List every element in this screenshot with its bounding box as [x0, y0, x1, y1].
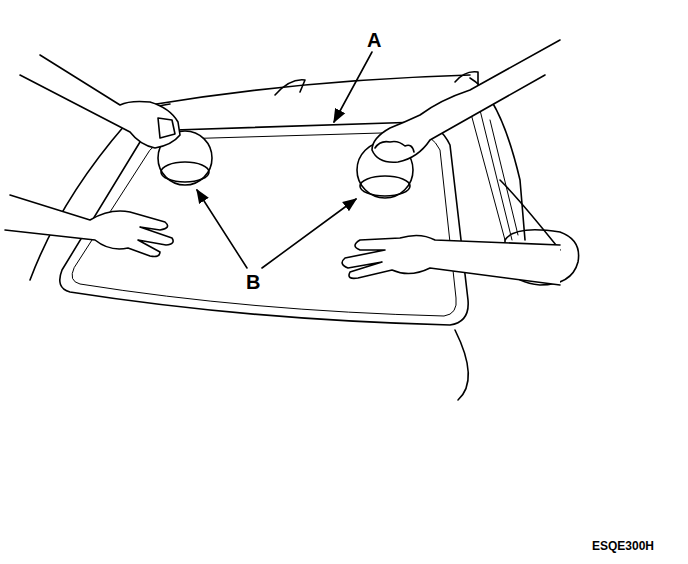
suction-cup-rim [161, 162, 209, 182]
arm-hand [342, 235, 560, 285]
cup-handle [158, 118, 175, 138]
suction-cup-rim [360, 176, 410, 196]
roof-edge [150, 75, 470, 105]
arm-hand [20, 55, 180, 148]
fingers [375, 142, 414, 153]
door-line [500, 180, 560, 250]
arm-hand [5, 195, 173, 257]
leader-line [334, 52, 372, 122]
leader-line [197, 190, 247, 268]
body-line [455, 330, 468, 400]
figure-code: ESQE300H [592, 540, 654, 552]
roof-clip [275, 80, 305, 95]
roof-clip [455, 72, 478, 84]
part-letter: A [367, 30, 381, 50]
pillar-trim [470, 110, 518, 240]
arm-hand [372, 40, 560, 162]
leader-line [262, 199, 356, 268]
part-letter: B [246, 272, 260, 292]
